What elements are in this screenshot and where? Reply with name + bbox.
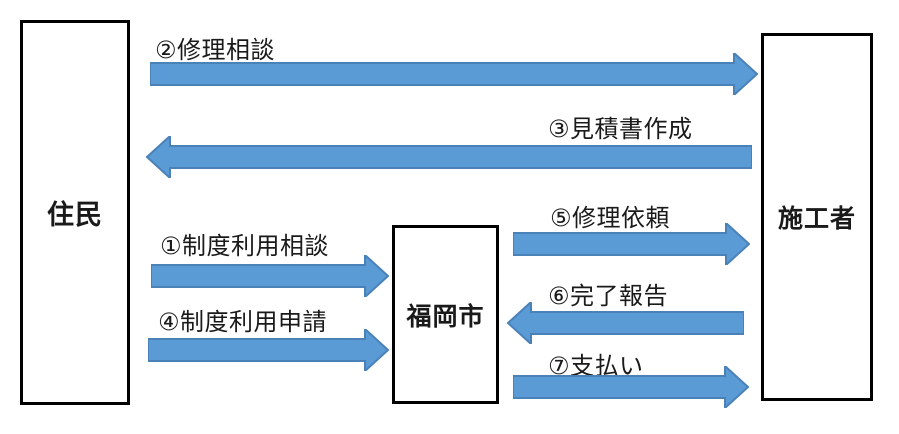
contractor-box-label: 施工者 [777,205,856,233]
arrow-2-repair-consultation-right-icon [150,53,758,95]
arrow-7-payment-right-icon [513,366,749,408]
contractor-box: 施工者 [761,33,873,401]
flow-label-3-estimate-preparation: ③見積書作成 [548,116,693,143]
flow-label-2-repair-consultation: ②修理相談 [155,37,276,64]
city-box-label: 福岡市 [406,302,485,331]
arrow-1-program-use-consultation-right-icon [151,255,389,297]
flow-label-5-repair-request: ⑤修理依頼 [550,205,671,232]
flow-label-6-completion-report: ⑥完了報告 [548,283,669,310]
arrow-4-program-use-application-right-icon [148,329,389,371]
arrow-6-completion-report-left-icon [507,302,744,344]
arrow-3-estimate-preparation-left-icon [146,136,752,178]
resident-box: 住民 [20,20,130,405]
resident-box-label: 住民 [47,200,103,230]
flow-label-1-program-use-consultation: ①制度利用相談 [160,233,330,260]
city-box: 福岡市 [392,225,499,404]
flow-label-4-program-use-application: ④制度利用申請 [158,309,328,336]
arrow-5-repair-request-right-icon [513,223,750,265]
